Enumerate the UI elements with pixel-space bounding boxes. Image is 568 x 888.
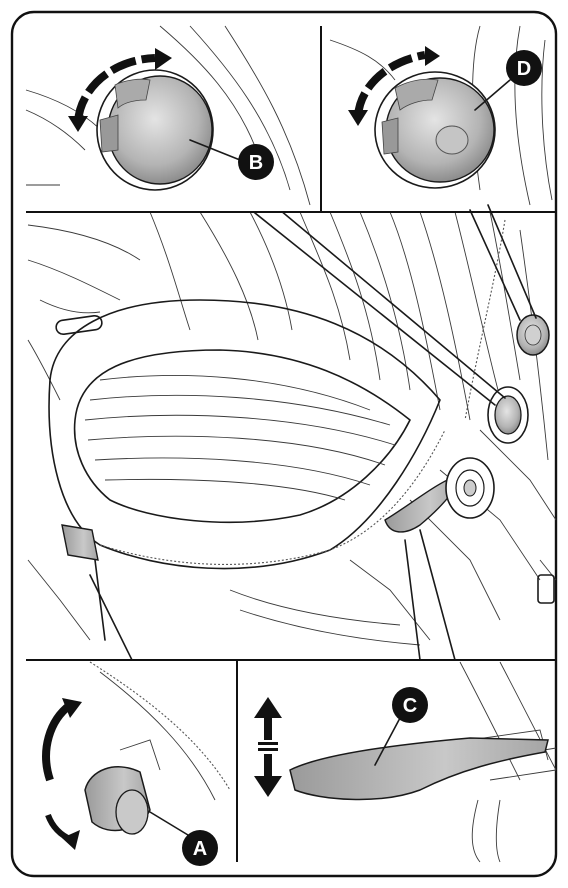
svg-text:B: B <box>249 152 263 174</box>
svg-text:D: D <box>517 58 531 80</box>
svg-text:C: C <box>403 695 417 717</box>
inset-knob-b <box>26 26 321 212</box>
callout-c: C <box>392 687 428 723</box>
callout-a: A <box>182 830 218 866</box>
backrest-knob-b <box>488 387 528 443</box>
backrest-knob-d <box>517 315 549 355</box>
callout-d: D <box>506 50 542 86</box>
svg-text:A: A <box>193 838 207 860</box>
callout-b: B <box>238 144 274 180</box>
